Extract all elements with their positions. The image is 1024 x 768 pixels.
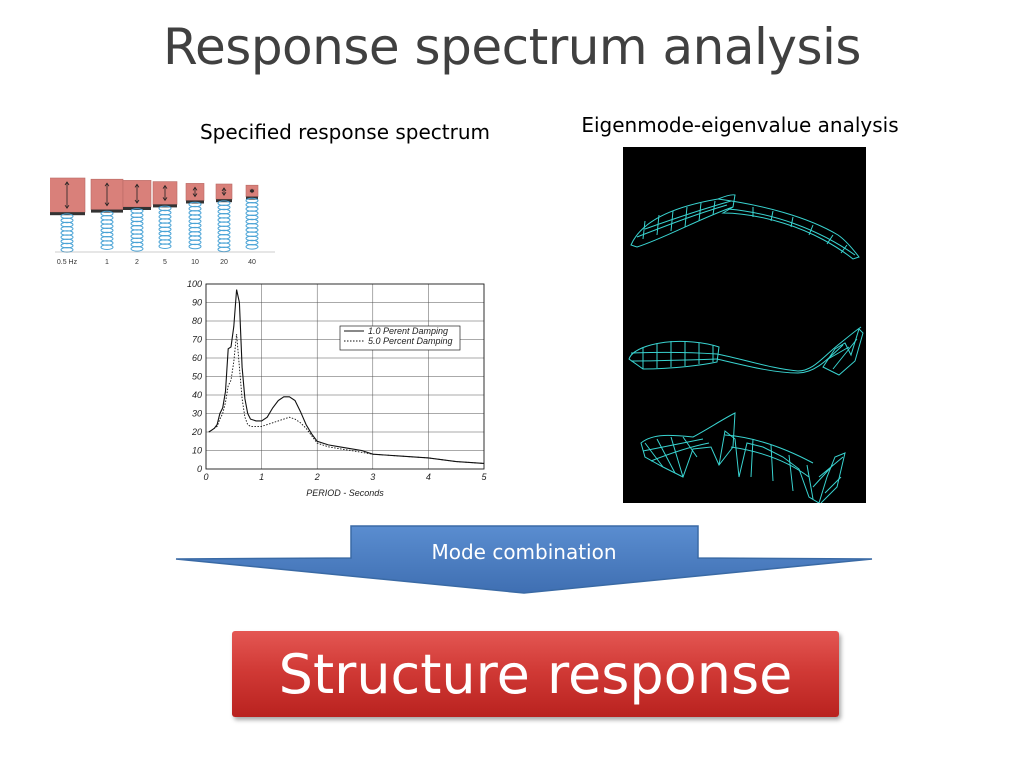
y-tick-label: 60	[192, 353, 202, 363]
x-tick-label: 3	[370, 472, 375, 482]
series-line-1	[208, 333, 485, 464]
mode-combination-label: Mode combination	[431, 540, 617, 564]
oscillator-label: 1	[105, 259, 109, 266]
oscillator-label: 10	[191, 259, 199, 266]
y-tick-label: 80	[192, 316, 202, 326]
oscillator-label: 5	[163, 259, 167, 266]
oscillator-label: 2	[135, 259, 139, 266]
x-tick-label: 5	[481, 472, 487, 482]
structure-response-label: Structure response	[278, 642, 793, 706]
y-tick-label: 50	[192, 372, 202, 382]
spectrum-label: Specified response spectrum	[199, 120, 491, 144]
y-tick-label: 40	[192, 390, 202, 400]
oscillator-3: 5	[152, 181, 178, 266]
oscillator-label: 40	[248, 259, 256, 266]
structure-response-box: Structure response	[232, 631, 839, 717]
oscillator-4: 10	[185, 183, 205, 266]
mode-shape-2	[628, 326, 864, 376]
oscillator-0: 0.5 Hz	[50, 177, 86, 266]
oscillator-6: 40	[245, 184, 259, 266]
y-tick-label: 30	[192, 409, 202, 419]
mode-combination-arrow	[175, 525, 873, 594]
x-tick-label: 4	[426, 472, 431, 482]
y-tick-label: 70	[192, 335, 202, 345]
y-tick-label: 100	[187, 279, 202, 289]
x-axis-label: PERIOD - Seconds	[306, 488, 384, 498]
oscillator-2: 2	[122, 180, 152, 266]
y-tick-label: 20	[191, 427, 202, 437]
y-tick-label: 90	[192, 298, 202, 308]
series-line-0	[208, 289, 485, 464]
slide-title: Response spectrum analysis	[163, 18, 861, 76]
oscillator-label: 0.5 Hz	[57, 259, 78, 266]
x-tick-label: 0	[203, 472, 208, 482]
mode-shapes-figure	[623, 147, 866, 503]
y-tick-label: 10	[192, 446, 202, 456]
oscillator-array: 0.5 Hz 1 2 5 10 20 40	[50, 177, 275, 266]
x-tick-label: 1	[259, 472, 264, 482]
legend-entry: 5.0 Percent Damping	[368, 336, 453, 346]
chart-grid	[205, 283, 485, 470]
mode-shape-3	[640, 412, 846, 503]
mode-shape-1	[630, 194, 860, 260]
eigen-label: Eigenmode-eigenvalue analysis	[581, 113, 899, 137]
legend-entry: 1.0 Perent Damping	[368, 326, 448, 336]
oscillator-5: 20	[215, 183, 233, 266]
oscillator-1: 1	[90, 178, 124, 266]
y-tick-label: 0	[197, 464, 202, 474]
plot-frame	[205, 283, 485, 470]
oscillator-label: 20	[220, 259, 228, 266]
x-tick-label: 2	[314, 472, 320, 482]
